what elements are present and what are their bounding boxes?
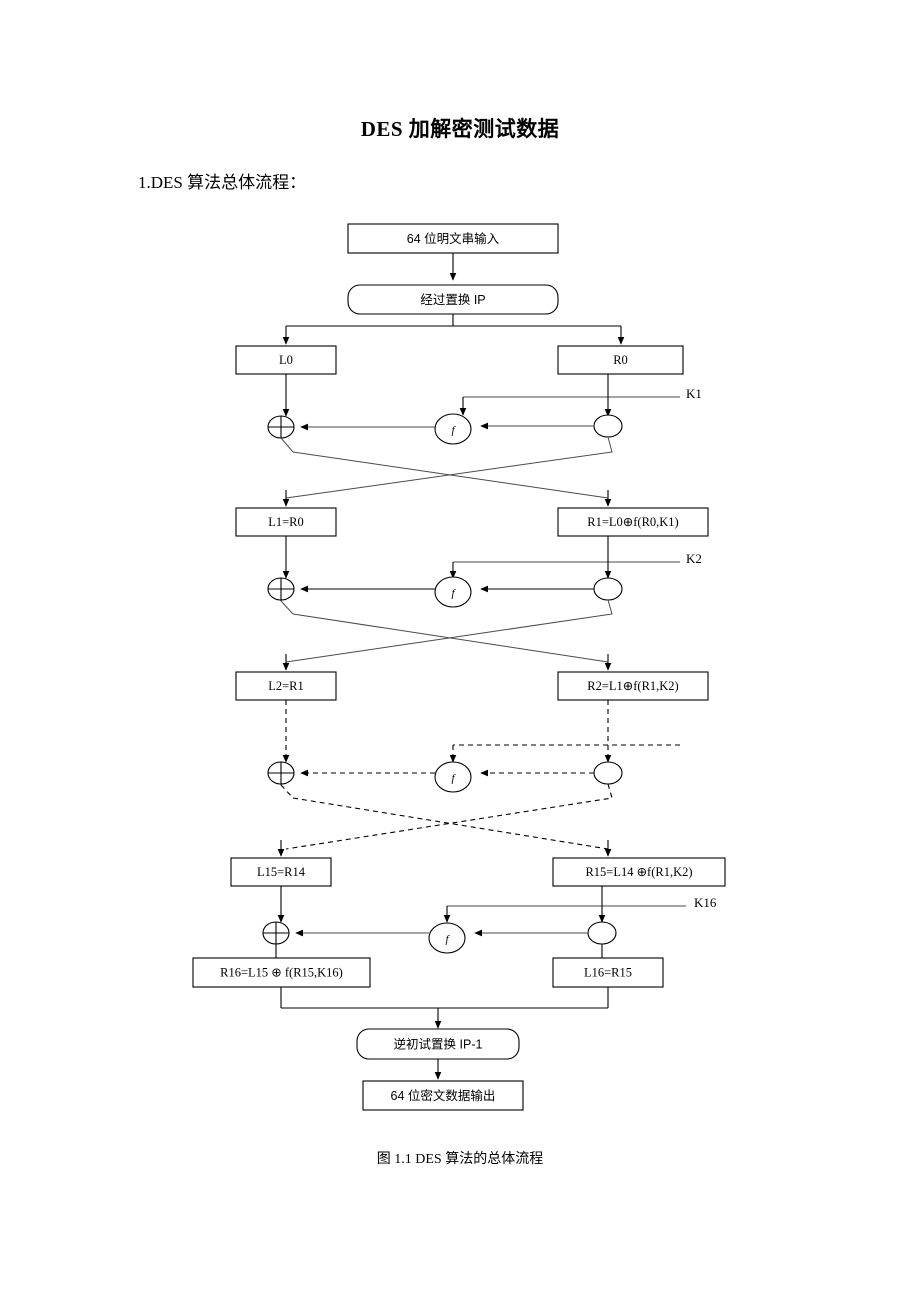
edge-split1-cross-to-l2 [285,599,613,663]
box-l2 [235,671,337,701]
box-r0 [557,345,684,375]
section-heading: 1.DES 算法总体流程： [138,173,307,192]
edge-split-mid-cross-to-l15 [285,783,613,850]
split-circle-round-mid [593,761,623,785]
input-box [347,223,559,254]
box-r2 [557,671,709,701]
box-l2-label: L2=R1 [268,679,304,693]
box-r15 [552,857,726,887]
ip-box-label: 经过置换 IP [420,293,485,307]
f-circle-round16 [428,922,466,954]
f-circle-round-mid [434,761,472,793]
key-label-k16: K16 [694,895,717,910]
page-title: DES 加解密测试数据 [360,117,560,141]
f-circle-round16-label: f [445,934,450,946]
box-r1 [557,507,709,537]
box-l1-label: L1=R0 [268,515,304,529]
box-r0-label: R0 [613,353,628,367]
split-circle-round0 [593,414,623,438]
box-r2-label: R2=L1⊕f(R1,K2) [587,679,678,693]
edge-xor-mid-down-stub [280,784,294,799]
edge-split0-cross-to-l1 [285,436,613,499]
split-circle-round16 [587,921,617,945]
f-circle-round0 [434,413,472,445]
key-label-k1: K1 [686,386,702,401]
edge-xor-mid-cross-to-r15 [292,797,609,850]
key-label-k2: K2 [686,551,702,566]
box-l1 [235,507,337,537]
box-r15-label: R15=L14 ⊕f(R1,K2) [585,865,692,879]
box-r16-label: R16=L15 ⊕ f(R15,K16) [220,965,343,979]
output-box-label: 64 位密文数据输出 [391,1088,496,1103]
box-l16-label: L16=R15 [584,965,632,979]
ip-inverse-box-label: 逆初试置换 IP-1 [394,1036,483,1051]
box-l0 [235,345,337,375]
edge-xor0-down-stub [280,437,294,453]
edge-xor1-down-stub [280,600,294,615]
figure-caption: 图 1.1 DES 算法的总体流程 [376,1152,544,1167]
output-box [362,1080,524,1111]
box-r16 [192,957,371,988]
f-circle-round-mid-label: f [451,773,456,785]
box-l16 [552,957,664,988]
box-l15 [230,857,332,887]
f-circle-round1-label: f [451,588,456,600]
box-l15-label: L15=R14 [257,865,306,879]
box-r1-label: R1=L0⊕f(R0,K1) [587,515,678,529]
f-circle-round1 [434,576,472,608]
split-circle-round1 [593,577,623,601]
box-l0-label: L0 [279,353,293,367]
f-circle-round0-label: f [451,425,456,437]
input-box-label: 64 位明文串输入 [407,231,500,246]
